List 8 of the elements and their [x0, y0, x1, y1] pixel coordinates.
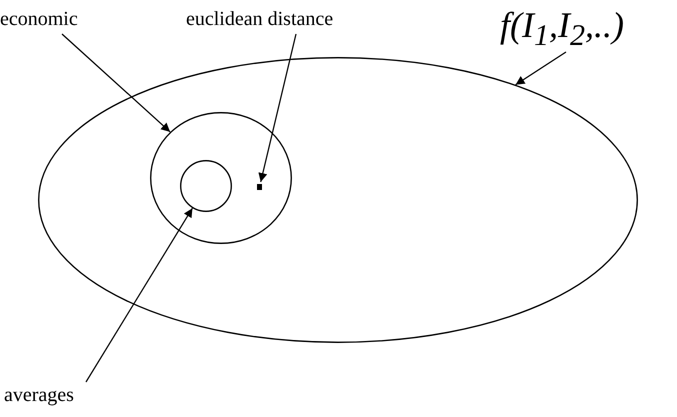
leader-arrow: [515, 52, 566, 86]
set-label: economic: [0, 8, 78, 30]
leader-arrow: [62, 34, 170, 132]
set-label: euclidean distance: [186, 8, 334, 30]
set-label: averages: [4, 384, 74, 406]
function-label: f(I$_{1}$,I$_{2}$,..): [500, 6, 624, 52]
leader-arrow: [258, 34, 297, 182]
leader-arrow: [85, 208, 193, 382]
